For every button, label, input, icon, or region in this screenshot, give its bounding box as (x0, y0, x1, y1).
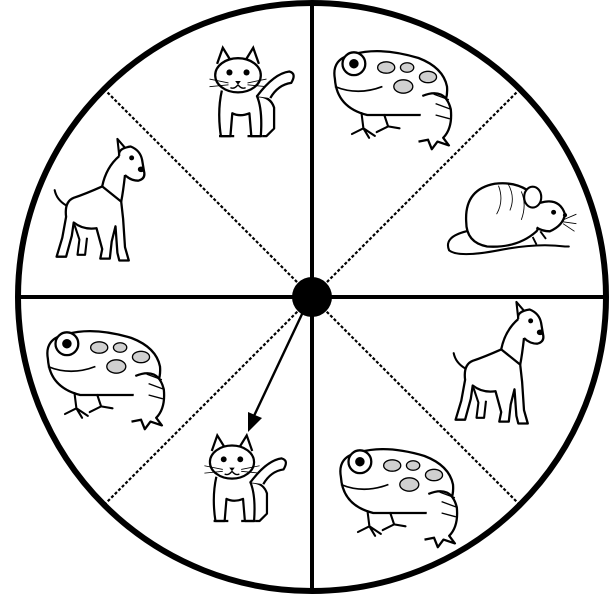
spinner-hub[interactable] (292, 277, 332, 317)
